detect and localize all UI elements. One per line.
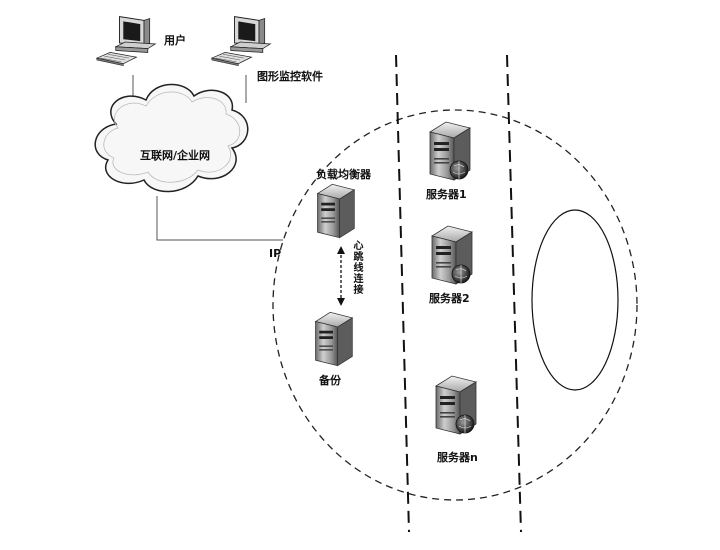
load-balancer-server-icon xyxy=(317,183,355,239)
cloud-icon xyxy=(94,83,249,193)
server-1-icon xyxy=(430,122,470,180)
heartbeat-arrow xyxy=(337,246,345,306)
monitor-software-label: 图形监控软件 xyxy=(257,70,323,83)
cluster-boundary xyxy=(272,109,638,501)
user-label: 用户 xyxy=(164,34,186,47)
server-n-label: 服务器n xyxy=(437,451,478,464)
server-2-icon xyxy=(432,226,472,284)
backup-server-icon xyxy=(315,311,353,367)
user-computer-icon xyxy=(96,16,156,67)
server-2-label: 服务器2 xyxy=(429,292,470,305)
separator-line-left xyxy=(395,54,410,533)
ip-label: IP xyxy=(269,247,282,260)
monitor-computer-icon xyxy=(211,16,271,67)
load-balancer-label: 负载均衡器 xyxy=(316,168,371,181)
server-n-icon xyxy=(436,376,476,434)
heartbeat-label: 心跳线连接 xyxy=(351,240,362,295)
network-label: 互联网/企业网 xyxy=(140,149,211,162)
backup-label: 备份 xyxy=(319,374,341,387)
separator-line-right xyxy=(506,54,522,533)
ip-connection-line xyxy=(156,196,283,241)
server-1-label: 服务器1 xyxy=(426,188,467,201)
storage-ellipse xyxy=(531,209,619,391)
